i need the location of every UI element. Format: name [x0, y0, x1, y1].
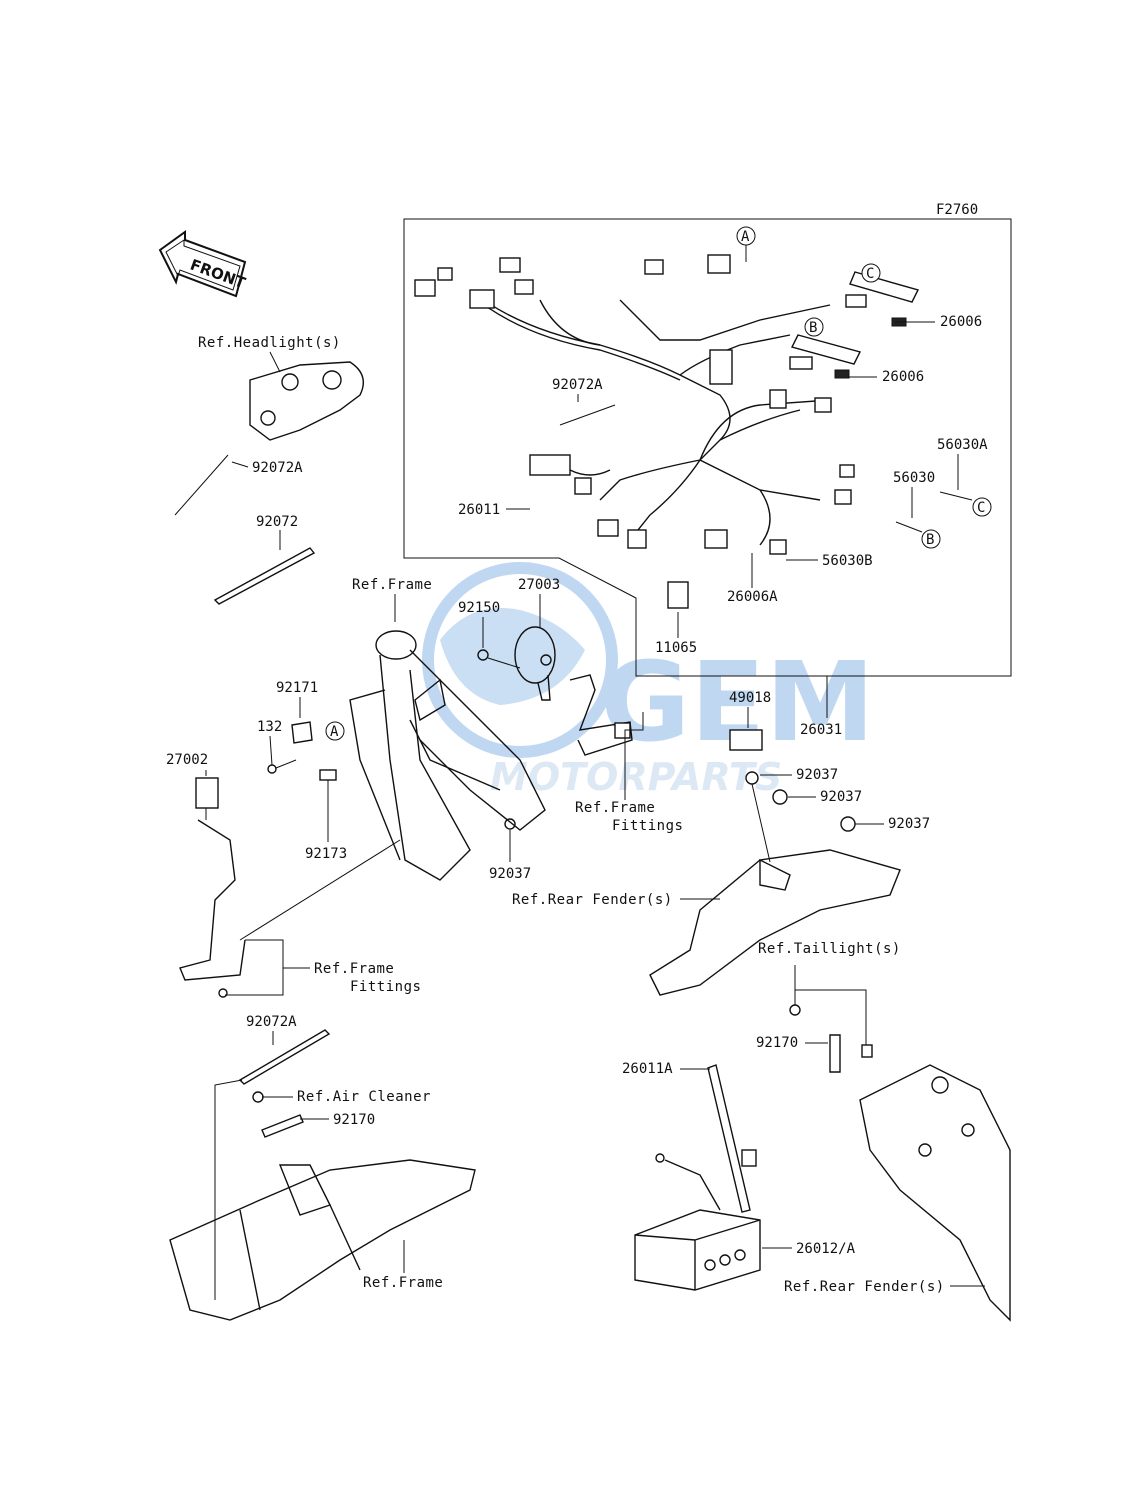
ref-rear-fender-1: Ref.Rear Fender(s)	[512, 892, 673, 908]
ref-frame-1: Ref.Frame	[352, 577, 432, 593]
part-92170-1: 92170	[756, 1035, 798, 1051]
part-26011: 26011	[458, 502, 500, 518]
part-26011A: 26011A	[622, 1061, 673, 1077]
rear-fender-drawing	[649, 783, 901, 996]
part-132: 132	[257, 719, 282, 735]
part-56030B: 56030B	[822, 553, 873, 569]
part-92072: 92072	[256, 514, 298, 530]
front-arrow: FRONT	[158, 230, 249, 298]
part-26006A: 26006A	[727, 589, 778, 605]
marker-A-top: A	[736, 226, 756, 262]
ref-taillight: Ref.Taillight(s)	[758, 941, 901, 957]
part-92037-3: 92037	[820, 789, 862, 805]
wiring-harness	[414, 254, 920, 555]
svg-text:C: C	[977, 500, 985, 516]
part-92037-4: 92037	[888, 816, 930, 832]
part-27003: 27003	[518, 577, 560, 593]
diagram-code: F2760	[936, 202, 978, 218]
ref-frame-fittings-1b: Fittings	[612, 818, 683, 834]
watermark-sub: MOTORPARTS	[490, 755, 782, 799]
part-26006-2: 26006	[882, 369, 924, 385]
battery-26012	[634, 1209, 761, 1291]
part-92072A-1: 92072A	[552, 377, 603, 393]
grommet-11065	[667, 581, 689, 609]
frame-drawing	[349, 630, 546, 881]
part-92173: 92173	[305, 846, 347, 862]
ref-frame-2: Ref.Frame	[363, 1275, 443, 1291]
part-56030: 56030	[893, 470, 935, 486]
svg-text:C: C	[866, 266, 874, 282]
part-92037-1: 92037	[489, 866, 531, 882]
watermark: GEM MOTORPARTS	[422, 562, 875, 799]
part-92037-2: 92037	[796, 767, 838, 783]
frame-bottom-drawing	[169, 1159, 476, 1321]
part-49018: 49018	[729, 690, 771, 706]
harness-box	[403, 218, 1012, 677]
part-92072A-2: 92072A	[252, 460, 303, 476]
svg-text:A: A	[741, 229, 750, 245]
svg-text:A: A	[330, 724, 339, 740]
part-11065: 11065	[655, 640, 697, 656]
svg-text:B: B	[809, 320, 817, 336]
marker-A-frame: A	[325, 721, 345, 741]
ref-frame-fittings-2b: Fittings	[350, 979, 421, 995]
part-27002: 27002	[166, 752, 208, 768]
part-92072A-3: 92072A	[246, 1014, 297, 1030]
ref-air-cleaner: Ref.Air Cleaner	[297, 1089, 431, 1105]
svg-text:B: B	[926, 532, 934, 548]
horn-27003	[514, 626, 556, 701]
part-26031: 26031	[800, 722, 842, 738]
marker-C-top: C	[861, 263, 881, 283]
ref-frame-fittings-2a: Ref.Frame	[314, 961, 394, 977]
marker-B-top: B	[804, 317, 824, 337]
part-92171: 92171	[276, 680, 318, 696]
ref-frame-fittings-1a: Ref.Frame	[575, 800, 655, 816]
horn-bracket	[569, 674, 633, 756]
part-26006-1: 26006	[940, 314, 982, 330]
part-26012A: 26012/A	[796, 1241, 856, 1257]
relay-49018	[729, 729, 763, 751]
part-56030A: 56030A	[937, 437, 988, 453]
rear-fender-2-drawing	[859, 1064, 1011, 1322]
part-92150: 92150	[458, 600, 500, 616]
marker-B-right: B	[895, 521, 941, 549]
part-92170-2: 92170	[333, 1112, 375, 1128]
marker-C-right: C	[939, 491, 992, 517]
ref-headlight: Ref.Headlight(s)	[198, 335, 341, 351]
ref-rear-fender-2: Ref.Rear Fender(s)	[784, 1279, 945, 1295]
